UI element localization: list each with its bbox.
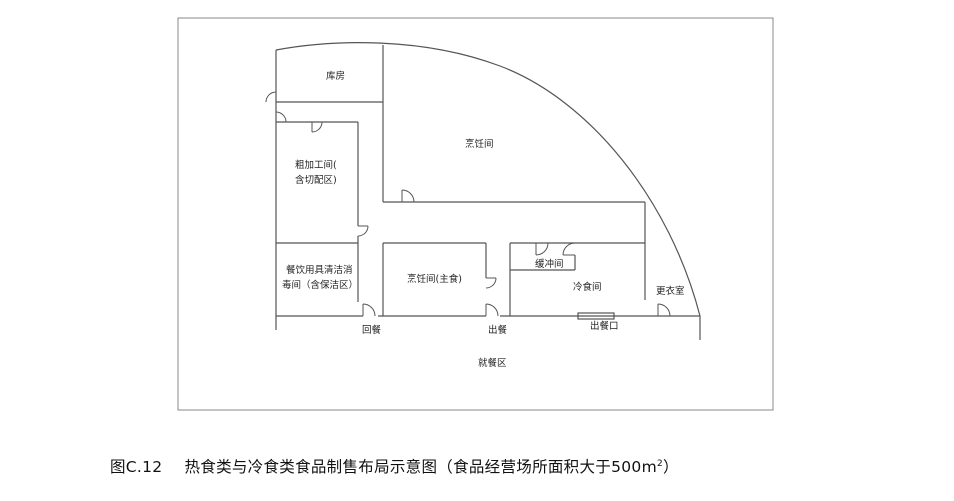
figure-number: 图C.12: [110, 458, 163, 476]
curved-outer-wall: [275, 42, 701, 317]
storage-door: [265, 91, 277, 103]
rough-processing-door-left: [275, 111, 287, 123]
label-rough-processing-2: 含切配区): [295, 174, 337, 186]
serving-window: [577, 312, 615, 320]
cooking-door: [401, 189, 415, 203]
buffer-door-left: [535, 242, 549, 256]
label-return-dishes: 回餐: [362, 324, 382, 336]
label-serving-out: 出餐: [488, 324, 508, 336]
changing-room-door: [657, 303, 671, 317]
diagram-frame: [177, 17, 774, 411]
label-cooking-room: 烹饪间: [465, 138, 494, 150]
label-storage: 库房: [326, 70, 345, 82]
tableware-door: [362, 303, 376, 317]
figure-title: 热食类与冷食类食品制售布局示意图（食品经营场所面积大于500m: [184, 458, 657, 476]
figure-caption: 图C.12 热食类与冷食类食品制售布局示意图（食品经营场所面积大于500m2）: [110, 455, 679, 477]
label-dining-area: 就餐区: [478, 357, 507, 369]
rough-processing-door-right: [357, 225, 369, 237]
serving-out-door: [485, 303, 499, 317]
label-serving-window: 出餐口: [590, 320, 619, 332]
label-rough-processing-1: 粗加工间(: [295, 159, 337, 171]
staple-cooking-side-door: [485, 277, 497, 289]
buffer-door-right: [562, 242, 576, 256]
figure-title-superscript: 2: [656, 458, 664, 469]
label-changing-room: 更衣室: [656, 285, 685, 297]
rough-processing-door-top: [311, 121, 323, 133]
label-cold-food-room: 冷食间: [573, 281, 602, 293]
label-tableware-1: 餐饮用具清洁消: [286, 264, 353, 276]
figure-title-close: ）: [663, 458, 679, 476]
label-staple-cooking: 烹饪间(主食): [407, 273, 462, 285]
label-buffer-room: 缓冲间: [535, 258, 564, 270]
label-tableware-2: 毒间（含保洁区）: [282, 279, 358, 291]
